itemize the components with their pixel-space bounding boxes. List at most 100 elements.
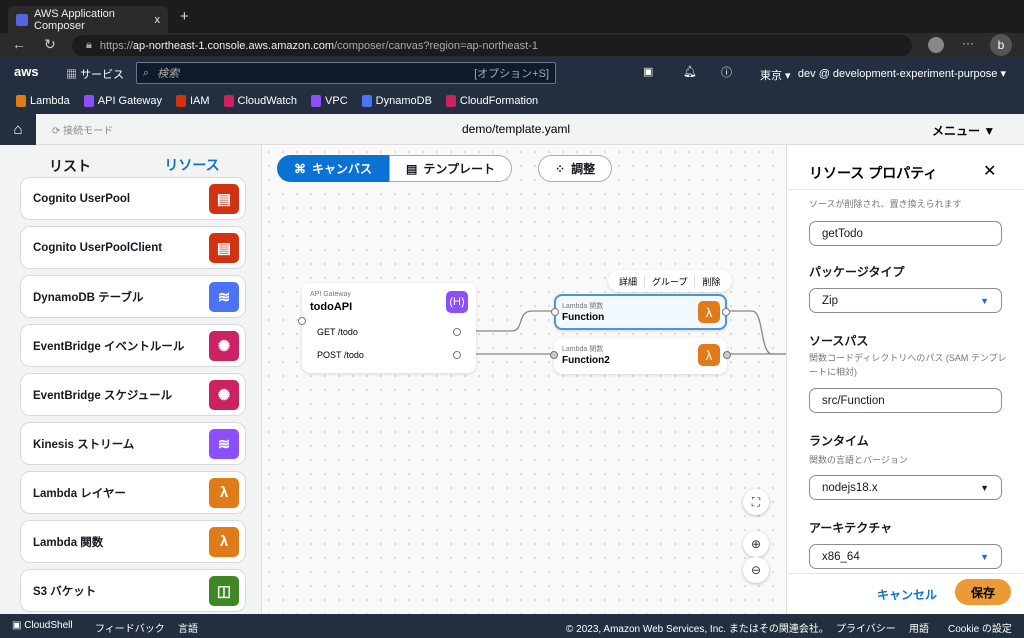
favorite-vpc[interactable]: VPC	[311, 95, 348, 107]
bell-icon[interactable]: 🔔︎	[683, 66, 697, 78]
resource-icon: ▤	[209, 232, 239, 263]
address-bar-row: ← ↻ 🔒︎https://ap-northeast-1.console.aws…	[0, 33, 1024, 58]
function-out-port[interactable]	[722, 308, 730, 316]
resource-item[interactable]: DynamoDB テーブル≋	[20, 275, 246, 318]
aws-logo[interactable]: aws	[14, 64, 39, 79]
save-button[interactable]: 保存	[955, 579, 1011, 605]
resource-item[interactable]: EventBridge イベントルール✺	[20, 324, 246, 367]
details-button[interactable]: 詳細	[612, 274, 646, 288]
tab-close-button[interactable]: x	[154, 13, 161, 26]
architecture-label: アーキテクチャ	[809, 521, 893, 535]
source-path-label: ソースパス	[809, 334, 869, 348]
aws-top-nav: aws ▦ サービス ⌕検索[オプション+S] ▣ 🔔︎ ⓘ 東京 ▾ dev …	[0, 58, 1024, 88]
favorite-lambda[interactable]: Lambda	[16, 95, 70, 107]
api-port[interactable]	[298, 317, 306, 325]
delete-button[interactable]: 削除	[702, 276, 721, 287]
app-header: ⌂ ⟳ 接続モード demo/template.yaml メニュー ▼	[0, 114, 1024, 145]
runtime-label: ランタイム	[809, 434, 869, 448]
zoom-in-icon[interactable]: ⊕	[743, 531, 769, 557]
cookie-settings-link[interactable]: Cookie の設定	[948, 624, 1012, 635]
cloudshell-icon[interactable]: ▣	[643, 66, 654, 78]
api-gateway-node[interactable]: API Gateway todoAPI (H) GET /todo POST /…	[298, 283, 476, 373]
favorite-cloudwatch[interactable]: CloudWatch	[223, 95, 297, 107]
api-gateway-icon: (H)	[446, 291, 468, 313]
lambda-node-function[interactable]: Lambda 関数 Function λ	[551, 294, 730, 330]
resource-label: Lambda 関数	[33, 536, 104, 549]
privacy-link[interactable]: プライバシー	[836, 624, 896, 635]
back-icon[interactable]: ←	[12, 36, 26, 52]
api-name: todoAPI	[310, 301, 353, 313]
new-tab-button[interactable]: +	[180, 8, 189, 25]
services-menu[interactable]: ▦ サービス	[66, 69, 125, 81]
reload-icon[interactable]: ↻	[44, 36, 56, 52]
language-link[interactable]: 言語	[178, 624, 198, 635]
bing-icon[interactable]: b	[990, 34, 1012, 56]
template-icon: ▤	[406, 161, 418, 176]
route-get: GET /todo	[317, 327, 358, 337]
favorite-dynamodb[interactable]: DynamoDB	[361, 95, 432, 107]
resource-item[interactable]: Cognito UserPool▤	[20, 177, 246, 220]
route-post: POST /todo	[317, 350, 364, 360]
favorite-iam[interactable]: IAM	[175, 95, 210, 107]
route-post-port[interactable]	[453, 351, 461, 359]
lambda-node-function2[interactable]: Lambda 関数 Function2 λ	[550, 338, 731, 374]
caret-down-icon: ▼	[980, 551, 989, 562]
search-input[interactable]: ⌕検索[オプション+S]	[136, 62, 556, 84]
connect-mode-toggle[interactable]: ⟳ 接続モード	[52, 126, 114, 137]
fit-view-icon[interactable]: ⛶	[743, 489, 769, 515]
logical-id-input[interactable]: getTodo	[809, 221, 1002, 246]
cancel-button[interactable]: キャンセル	[877, 588, 938, 602]
arrange-button[interactable]: ⁘調整	[538, 155, 613, 182]
runtime-select[interactable]: nodejs18.x▼	[809, 475, 1002, 500]
service-icon	[311, 95, 322, 107]
function2-out-port[interactable]	[723, 351, 731, 359]
profile-avatar[interactable]	[928, 37, 944, 53]
favorite-cloudformation[interactable]: CloudFormation	[445, 95, 538, 107]
tab-list[interactable]: リスト	[49, 158, 91, 174]
url-input[interactable]: 🔒︎https://ap-northeast-1.console.aws.ama…	[72, 35, 912, 56]
feedback-link[interactable]: フィードバック	[95, 624, 165, 635]
node-context-menu: 詳細 グループ 削除	[608, 270, 732, 292]
source-path-input[interactable]: src/Function	[809, 388, 1002, 413]
resource-icon: ✺	[209, 379, 239, 410]
menu-button[interactable]: メニュー ▼	[932, 124, 996, 138]
function2-in-port[interactable]	[550, 351, 558, 359]
source-path-desc: 関数コードディレクトリへのパス (SAM テンプレートに相対)	[809, 353, 1007, 377]
tab-template[interactable]: ▤テンプレート	[389, 155, 512, 182]
terms-link[interactable]: 用語	[909, 624, 929, 635]
browser-tab[interactable]: AWS Application Composer x	[8, 6, 168, 33]
caret-down-icon: ▼	[980, 295, 989, 306]
package-type-select[interactable]: Zip▼	[809, 288, 1002, 313]
resource-item[interactable]: EventBridge スケジュール✺	[20, 373, 246, 416]
favorite-api-gateway[interactable]: API Gateway	[83, 95, 162, 107]
footer: ▣ CloudShell フィードバック 言語 © 2023, Amazon W…	[0, 614, 1024, 638]
group-button[interactable]: グループ	[645, 274, 696, 288]
more-icon[interactable]: ···	[962, 36, 974, 50]
canvas[interactable]: ⌘キャンバス ▤テンプレート ⁘調整 API Gateway todoAPI (…	[262, 145, 786, 614]
lock-icon: 🔒︎	[86, 39, 92, 51]
resource-item[interactable]: Cognito UserPoolClient▤	[20, 226, 246, 269]
function-in-port[interactable]	[551, 308, 559, 316]
lambda-icon: λ	[698, 301, 720, 323]
logical-id-desc: ソースが削除され、置き換えられます	[809, 199, 962, 209]
close-icon[interactable]: ✕	[983, 163, 997, 180]
resource-item[interactable]: Kinesis ストリーム≋	[20, 422, 246, 465]
resource-icon: ≋	[209, 428, 239, 459]
account-menu[interactable]: dev @ development-experiment-purpose ▾	[797, 68, 1006, 80]
tab-title: AWS Application Composer	[34, 7, 115, 32]
panel-title: リソース プロパティ	[809, 165, 938, 181]
home-icon[interactable]: ⌂	[0, 114, 36, 145]
service-icon	[175, 95, 186, 107]
copyright: © 2023, Amazon Web Services, Inc. またはその関…	[566, 624, 829, 635]
resource-item[interactable]: S3 バケット◫	[20, 569, 246, 612]
route-get-port[interactable]	[453, 328, 461, 336]
tab-canvas[interactable]: ⌘キャンバス	[277, 155, 390, 182]
composer-favicon-icon	[16, 13, 28, 26]
cloudshell-button[interactable]: ▣ CloudShell	[12, 620, 73, 631]
help-icon[interactable]: ⓘ	[721, 67, 732, 79]
architecture-select[interactable]: x86_64▼	[809, 544, 1002, 569]
region-selector[interactable]: 東京 ▾	[760, 70, 791, 82]
zoom-out-icon[interactable]: ⊖	[743, 557, 769, 583]
